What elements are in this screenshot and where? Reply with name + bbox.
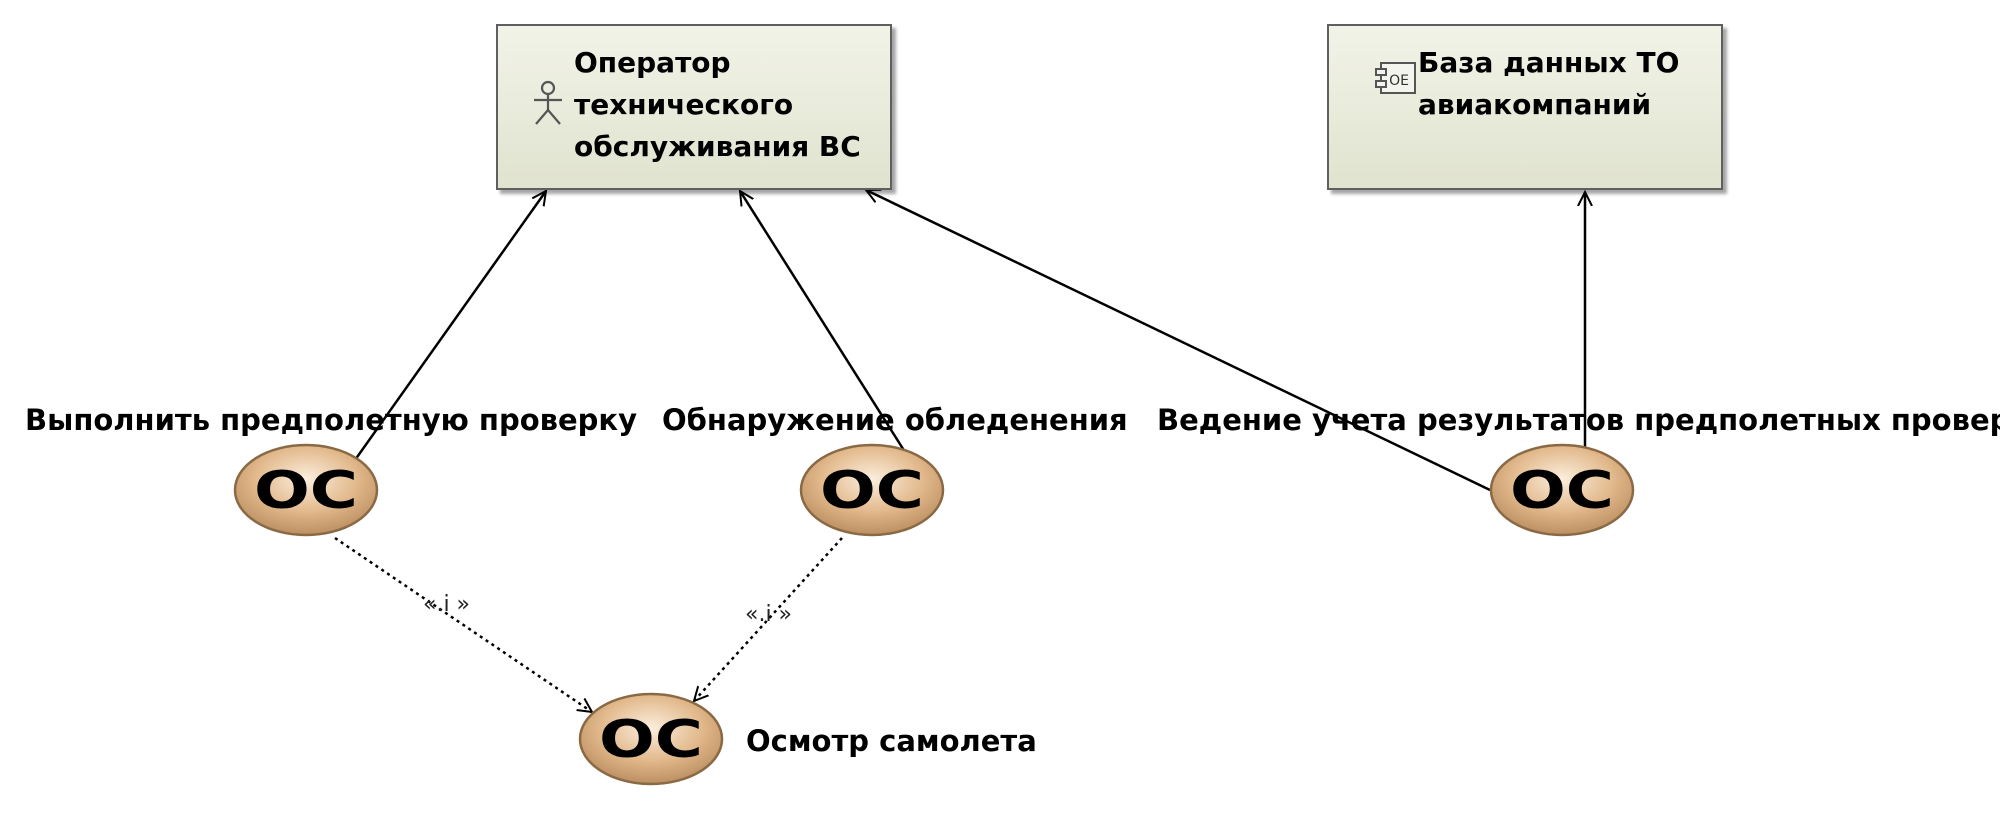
usecase-label-uc1: Выполнить предполетную проверку	[25, 403, 638, 437]
usecase-icon-text-uc4: OC	[599, 710, 703, 770]
association-uc3-actor[interactable]	[866, 190, 1491, 492]
usecase-label-uc2: Обнаружение обледенения	[662, 403, 1128, 437]
component-icon-text: OE	[1389, 73, 1409, 89]
component-box[interactable]: OE База данных ТО авиакомпаний	[1327, 24, 1723, 190]
include-uc2-uc4[interactable]	[694, 537, 843, 701]
usecase-icon-uc1[interactable]: OC	[233, 443, 379, 537]
association-uc2-actor[interactable]	[740, 191, 907, 453]
actor-name: Оператор технического обслуживания ВС	[574, 46, 861, 163]
include-label-1: «.i »	[423, 592, 471, 617]
usecase-icon-uc2[interactable]: OC	[799, 443, 945, 537]
actor-stick-figure-icon	[534, 80, 562, 125]
usecase-label-uc4: Осмотр самолета	[746, 724, 1037, 758]
usecase-icon-text-uc2: OC	[820, 461, 924, 521]
usecase-icon-text-uc3: OC	[1510, 461, 1614, 521]
association-uc1-actor[interactable]	[353, 191, 546, 461]
include-label-2: «.i »	[745, 602, 793, 627]
usecase-icon-text-uc1: OC	[254, 461, 358, 521]
include-uc1-uc4[interactable]	[334, 536, 592, 712]
usecase-icon-uc3[interactable]: OC	[1489, 443, 1635, 537]
component-name: База данных ТО авиакомпаний	[1418, 46, 1680, 121]
component-db-icon: OE	[1375, 62, 1416, 94]
actor-box[interactable]: Оператор технического обслуживания ВС	[496, 24, 892, 190]
usecase-label-uc3: Ведение учета результатов предполетных п…	[1157, 403, 2000, 437]
usecase-icon-uc4[interactable]: OC	[578, 692, 724, 786]
